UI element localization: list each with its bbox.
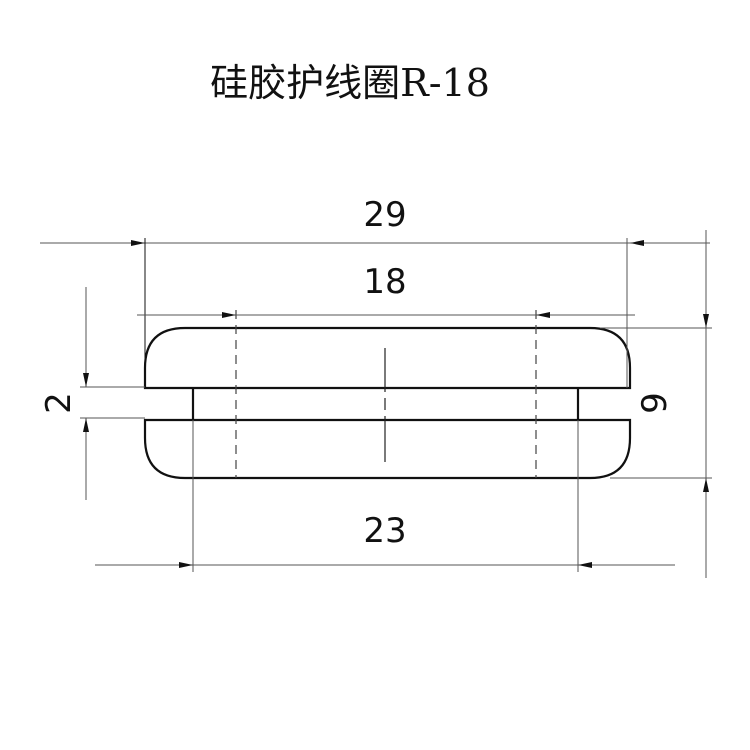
grommet-outline <box>143 326 632 480</box>
dim-2-label: 2 <box>39 392 79 414</box>
dim-18-label: 18 <box>363 262 406 302</box>
drawing-title: 硅胶护线圈R-18 <box>210 61 490 105</box>
dim-23-label: 23 <box>363 511 406 551</box>
dim-9-label: 9 <box>635 392 675 414</box>
bottom-flange <box>143 418 632 480</box>
hidden-lines <box>235 310 537 478</box>
dim-29-label: 29 <box>363 195 406 235</box>
dimension-lines <box>40 230 712 578</box>
neck <box>191 388 580 420</box>
top-flange <box>143 326 632 390</box>
